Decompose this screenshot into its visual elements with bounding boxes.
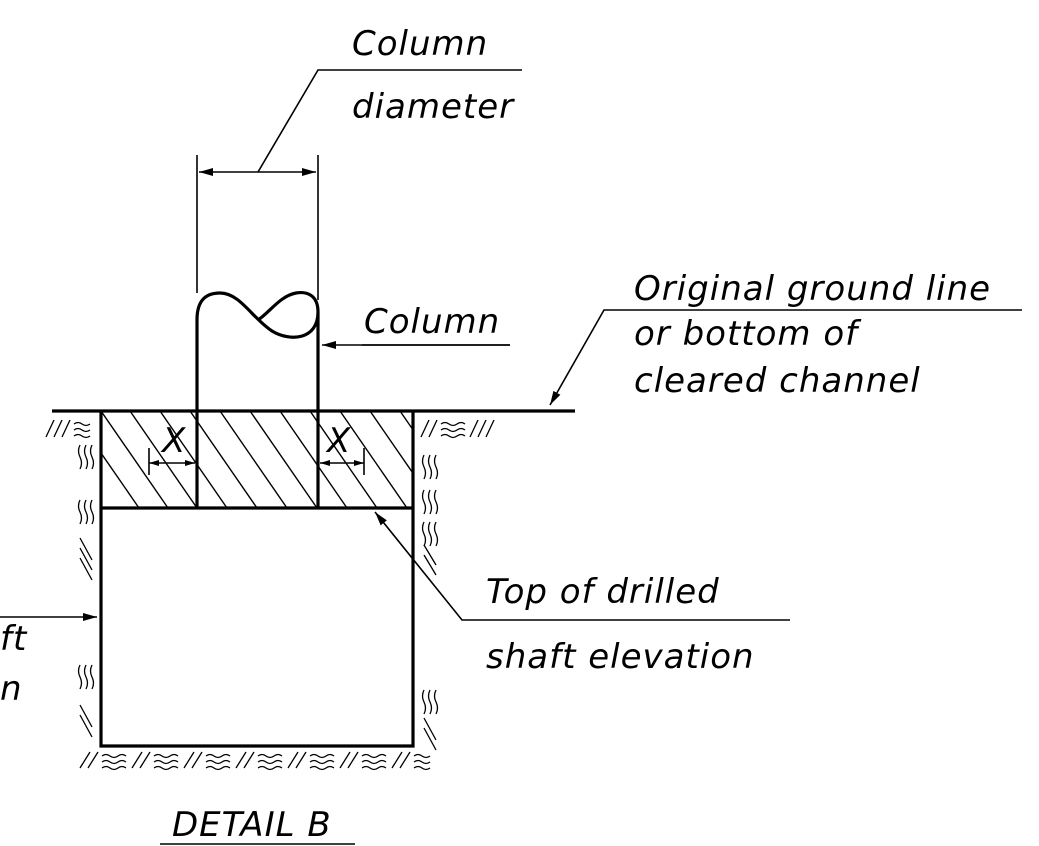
detail-title: DETAIL B [172,805,332,845]
diameter-leader [257,69,522,173]
column-diameter-label-line2: diameter [352,87,515,127]
ground-line-label-line2: or bottom of [634,314,862,354]
ground-line-label-line1: Original ground line [634,269,991,309]
column-diameter-label-line1: Column [352,24,488,64]
column-outline [195,290,320,508]
soil-symbols [45,419,495,771]
top-drilled-label-line2: shaft elevation [486,637,755,677]
x-dimension-right-label: X [325,421,351,461]
column-label: Column [364,302,500,342]
x-dimension-left-label: X [160,421,186,461]
ground-line-label-line3: cleared channel [634,361,921,401]
left-partial-label-line1: ft [0,619,28,659]
backfill-hatch [101,411,413,508]
top-drilled-leader [374,511,790,621]
ground-leader [549,309,1022,406]
excavation-outline [99,411,415,748]
left-partial-label-line2: n [0,669,23,709]
top-drilled-label-line1: Top of drilled [486,572,720,612]
